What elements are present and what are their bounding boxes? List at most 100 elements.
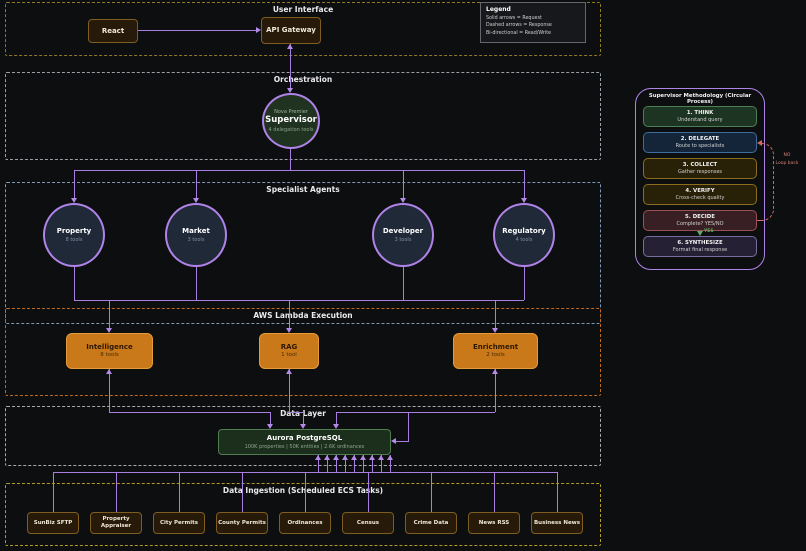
- node-source-city-permits: City Permits: [153, 512, 205, 534]
- line-bus-market: [196, 170, 197, 198]
- methodology-title: Supervisor Methodology (Circular Process…: [648, 93, 752, 105]
- arrowhead-down-icon: [286, 328, 292, 333]
- database-stats: 100K properties | 50K entities | 2.6K or…: [244, 443, 365, 450]
- step-subtitle: Understand query: [677, 117, 723, 124]
- source-label: Ordinances: [287, 519, 323, 526]
- line-bus-enrichment: [495, 300, 496, 328]
- node-source-crime-data: Crime Data: [405, 512, 457, 534]
- arrowhead-up-icon: [351, 455, 357, 460]
- step-title: 4. VERIFY: [685, 188, 715, 194]
- lambda-name: RAG: [280, 343, 298, 352]
- node-source-property-appraiser: Property Appraiser: [90, 512, 142, 534]
- arrowhead-up-icon: [342, 455, 348, 460]
- step-subtitle: Route to specialists: [675, 143, 725, 150]
- arrowhead-down-icon: [267, 424, 273, 429]
- agent-tools: 3 tools: [394, 236, 412, 243]
- lambda-tools: 1 tool: [281, 351, 297, 358]
- arrowhead-up-icon: [286, 369, 292, 374]
- legend-title: Legend: [486, 6, 511, 13]
- step-title: 1. THINK: [686, 110, 714, 116]
- line-source-up: [179, 472, 180, 512]
- section-title-orchestration: Orchestration: [273, 75, 333, 84]
- arrowhead-up-icon: [106, 369, 112, 374]
- step-subtitle: Complete? YES/NO: [676, 221, 724, 228]
- arrow-react-to-apigateway: [138, 30, 256, 31]
- arrowhead-down-icon: [492, 328, 498, 333]
- yes-label: YES: [704, 229, 714, 234]
- line-source-up: [557, 472, 558, 512]
- step-subtitle: Gather responses: [677, 169, 723, 176]
- line-into-db: [381, 455, 382, 472]
- line-into-db: [363, 455, 364, 472]
- legend-item: Bi-directional = Read/Write: [486, 30, 552, 36]
- database-name: Aurora PostgreSQL: [266, 433, 343, 442]
- agent-name: Property: [56, 226, 92, 235]
- node-source-ordinances: Ordinances: [279, 512, 331, 534]
- arrowhead-up-icon: [378, 455, 384, 460]
- source-label: Crime Data: [413, 519, 449, 526]
- arrowhead-down-icon: [106, 328, 112, 333]
- drop-db-2: [303, 412, 304, 425]
- node-supervisor: Nova Premier Supervisor 4 delegation too…: [262, 93, 320, 149]
- node-source-sunbiz-sftp: SunBiz SFTP: [27, 512, 79, 534]
- arrowhead-down-icon: [400, 198, 406, 203]
- line-bus-rag: [289, 300, 290, 328]
- section-title-data-ingestion: Data Ingestion (Scheduled ECS Tasks): [222, 486, 384, 495]
- arrowhead-up-icon: [387, 455, 393, 460]
- step-title: 2. DELEGATE: [680, 136, 720, 142]
- arrowhead-up-icon: [324, 455, 330, 460]
- line-bus-developer: [403, 170, 404, 198]
- arrowhead-left-icon: [391, 438, 396, 444]
- source-label: Property Appraiser: [100, 516, 132, 529]
- arrowhead-down-icon: [333, 424, 339, 429]
- lambda-tools: 8 tools: [100, 351, 119, 358]
- arrowhead-up-icon: [369, 455, 375, 460]
- node-aurora-postgresql: Aurora PostgreSQL 100K properties | 50K …: [218, 429, 391, 455]
- legend-item: Solid arrows = Request: [486, 15, 542, 21]
- agent-tools: 8 tools: [65, 236, 83, 243]
- line-source-up: [116, 472, 117, 512]
- line-source-up: [53, 472, 54, 512]
- source-label: SunBiz SFTP: [33, 519, 73, 526]
- source-label: Census: [356, 519, 380, 526]
- node-source-county-permits: County Permits: [216, 512, 268, 534]
- step-decide: 5. DECIDE Complete? YES/NO: [643, 210, 757, 231]
- step-subtitle: Cross-check quality: [675, 195, 725, 202]
- node-react: React: [88, 19, 138, 43]
- step-subtitle: Format final response: [672, 247, 728, 254]
- line-bus-property: [74, 170, 75, 198]
- line-source-up: [368, 472, 369, 512]
- line-into-db: [345, 455, 346, 472]
- line-into-db: [327, 455, 328, 472]
- section-title-user-interface: User Interface: [272, 5, 334, 14]
- source-label: Business News: [533, 519, 581, 526]
- arrowhead-left-icon: [757, 140, 762, 146]
- step-title: 6. SYNTHESIZE: [677, 240, 723, 246]
- section-title-aws-lambda: AWS Lambda Execution: [253, 311, 353, 320]
- line-source-up: [242, 472, 243, 512]
- agent-name: Market: [182, 226, 210, 235]
- line-developer-out: [403, 267, 404, 300]
- section-title-data-layer: Data Layer: [280, 409, 326, 418]
- step-title: 3. COLLECT: [682, 162, 718, 168]
- agent-tools: 3 tools: [187, 236, 205, 243]
- source-label: City Permits: [159, 519, 199, 526]
- line-apigateway-supervisor: [290, 44, 291, 91]
- line-enrichment-db: [495, 369, 496, 412]
- line-source-up: [305, 472, 306, 512]
- bend-rag-db: [289, 412, 303, 413]
- line-bus-regulatory: [524, 170, 525, 198]
- supervisor-subtitle: 4 delegation tools: [268, 126, 314, 133]
- section-data-ingestion: Data Ingestion (Scheduled ECS Tasks): [5, 483, 601, 546]
- drop-db-1: [270, 412, 271, 425]
- agent-name: Regulatory: [502, 226, 546, 235]
- section-orchestration: Orchestration: [5, 72, 601, 160]
- node-lambda-enrichment: Enrichment 2 tools: [453, 333, 538, 369]
- node-lambda-intelligence: Intelligence 8 tools: [66, 333, 153, 369]
- node-api-gateway: API Gateway: [261, 17, 321, 44]
- methodology-panel: [635, 88, 765, 270]
- step-delegate: 2. DELEGATE Route to specialists: [643, 132, 757, 153]
- node-api-gateway-label: API Gateway: [266, 26, 316, 35]
- bend-intelligence-db: [109, 412, 270, 413]
